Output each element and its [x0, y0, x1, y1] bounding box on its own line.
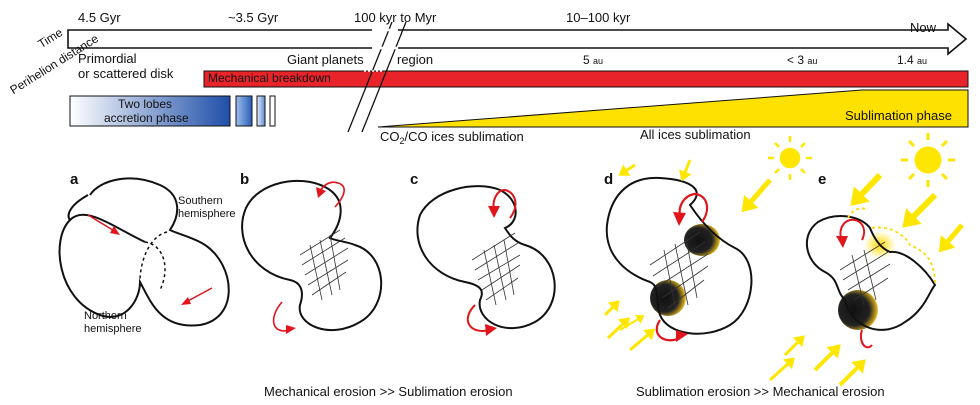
solar-flux-arrow-shaft: [813, 348, 837, 372]
solar-flux-arrow-shaft: [746, 178, 772, 207]
panel-e-shape: [805, 207, 937, 349]
accretion-bar-small-2: [256, 95, 266, 127]
distance-1-4-au: 1.4 au: [897, 53, 928, 67]
primordial-label-line1: Primordial: [78, 51, 137, 66]
solar-flux-arrow-head: [679, 169, 692, 182]
panel-d-shape: [605, 176, 753, 342]
caption-mechanical-dominant: Mechanical erosion >> Sublimation erosio…: [264, 384, 513, 399]
distance-1-4-value: 1.4: [897, 53, 914, 67]
time-arrow: [67, 22, 968, 56]
solar-flux-arrow-shaft: [606, 320, 627, 340]
panel-letter-e: e: [818, 171, 827, 188]
two-lobes-label-line1: Two lobes: [118, 97, 173, 111]
northern-hemisphere-line1: Northern: [84, 310, 127, 322]
solar-flux-arrow-shaft: [783, 338, 802, 357]
solar-flux-arrow-head: [826, 344, 841, 359]
time-tick-100kyr-myr: 100 kyr to Myr: [354, 10, 437, 25]
mechanical-breakdown-bar: [203, 70, 969, 88]
time-tick-3-5-gyr: ~3.5 Gyr: [228, 10, 279, 25]
solar-flux-arrow-shaft: [838, 363, 862, 387]
co2-prefix: CO: [380, 129, 400, 144]
distance-3-value: < 3: [787, 53, 805, 67]
sublimation-phase-wedge: [377, 89, 969, 128]
co2-subscript: 2: [399, 136, 405, 146]
solar-flux-arrow-head: [741, 195, 759, 213]
time-tick-4-5-gyr: 4.5 Gyr: [78, 10, 121, 25]
solar-flux-arrow-head: [902, 208, 922, 228]
solar-flux-arrows: [603, 159, 964, 387]
panel-b-shape: [241, 179, 383, 334]
sun-icon-large: [901, 133, 955, 187]
distance-5-value: 5: [583, 53, 590, 67]
solar-flux-arrow-shaft: [629, 331, 651, 352]
solar-flux-arrow-shaft: [619, 317, 641, 331]
distance-5-au: 5 au: [583, 53, 604, 67]
distance-3-unit: au: [807, 56, 818, 66]
all-ices-sublimation-label: All ices sublimation: [640, 127, 751, 142]
southern-hemisphere-line1: Southern: [178, 195, 223, 207]
solar-flux-arrow-head: [635, 314, 645, 324]
caption-sublimation-dominant: Sublimation erosion >> Mechanical erosio…: [636, 384, 885, 399]
panel-letter-d: d: [604, 171, 614, 188]
giant-planets-label: Giant planets: [287, 52, 364, 67]
southern-hemisphere-line2: hemisphere: [178, 208, 236, 220]
panel-c-shape: [416, 185, 556, 336]
solar-flux-arrow-shaft: [907, 192, 938, 223]
accretion-bar-small-1: [235, 95, 253, 127]
two-lobes-label-line2: accretion phase: [104, 111, 189, 125]
time-tick-10-100-kyr: 10–100 kyr: [566, 10, 631, 25]
panel-letter-c: c: [410, 171, 419, 188]
mechanical-breakdown-label: Mechanical breakdown: [208, 71, 331, 85]
solar-flux-arrow-head: [938, 235, 956, 253]
timeline-break-marks: [347, 21, 407, 133]
sun-icon-small: [768, 136, 812, 180]
sublimation-phase-label: Sublimation phase: [845, 108, 952, 123]
panel-letter-b: b: [240, 171, 250, 188]
co2-co-sublimation-label: CO2/CO ices sublimation: [380, 129, 524, 147]
northern-hemisphere-line2: hemisphere: [84, 323, 142, 335]
solar-flux-arrow-head: [618, 164, 631, 176]
panel-letter-a: a: [70, 171, 79, 188]
solar-flux-arrow-head: [792, 335, 805, 348]
solar-flux-arrow-shaft: [768, 360, 792, 382]
time-tick-now: Now: [910, 20, 937, 35]
primordial-label-line2: or scattered disk: [78, 66, 174, 81]
solar-flux-arrow-head: [607, 300, 620, 313]
panel-a-shape: [58, 177, 230, 327]
region-label: region: [397, 52, 434, 67]
solar-flux-arrow-head: [643, 328, 656, 341]
distance-3-au: < 3 au: [787, 53, 818, 67]
solar-flux-arrow-head: [851, 359, 866, 374]
co2-suffix: /CO ices sublimation: [404, 129, 524, 144]
accretion-phase-bar: [69, 95, 231, 127]
distance-5-unit: au: [593, 56, 604, 66]
distance-1-4-unit: au: [917, 56, 928, 66]
accretion-bar-small-3: [269, 95, 276, 127]
solar-flux-arrow-head: [783, 357, 795, 370]
solar-flux-arrow-head: [850, 186, 870, 206]
